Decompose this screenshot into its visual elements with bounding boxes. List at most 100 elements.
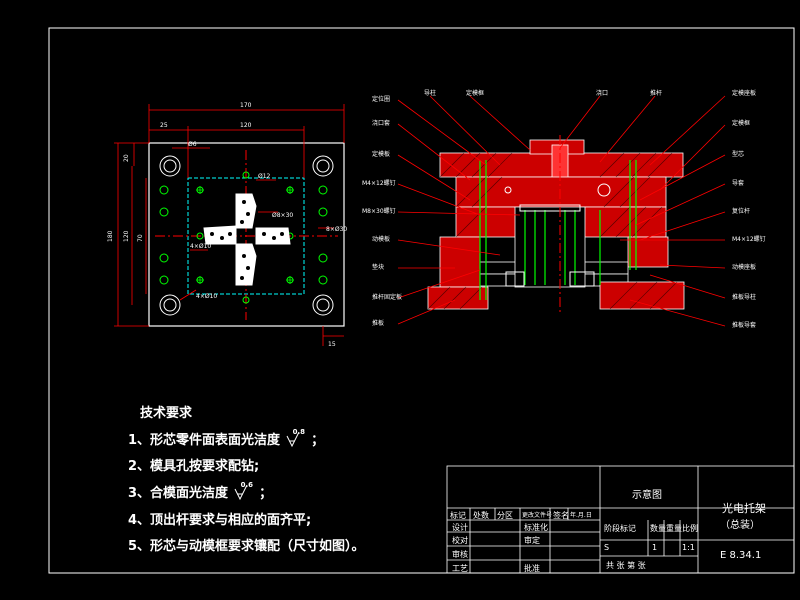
cavity-cores: [203, 193, 291, 286]
header-change-doc: 更改文件号: [522, 512, 553, 519]
stage-value-qty: 1: [652, 543, 658, 552]
dim-height: 180: [107, 230, 114, 242]
dim-h3: 20: [123, 154, 130, 162]
stage-header-weight: 重量: [666, 524, 682, 533]
label-left-1: 定位圈: [372, 96, 391, 103]
row-check: 校对: [452, 536, 468, 545]
requirement-3-text: 3、合模面光洁度: [128, 486, 229, 501]
guide-hole: [159, 294, 181, 316]
dim-h2: 70: [137, 234, 144, 242]
requirement-5: 5、形芯与动模框要求镶配（尺寸如图）。: [128, 539, 365, 554]
row-process: 工艺: [452, 564, 468, 573]
label-right-9: 推板导套: [732, 322, 757, 329]
roughness-value-1: 0.8: [292, 427, 305, 436]
row-design: 设计: [452, 523, 468, 532]
plan-view: [114, 104, 345, 346]
dim-bottom: 15: [328, 341, 336, 348]
core-insert: [514, 206, 586, 288]
label-left-3: 定模板: [372, 151, 391, 158]
label-right-5: 复位杆: [732, 208, 751, 215]
core-holes: [210, 200, 284, 280]
label-left-7: 垫块: [372, 264, 385, 271]
stage-header-qty: 数量: [650, 524, 666, 533]
label-top-4: 推杆: [650, 90, 663, 97]
roughness-symbol-icon: 0.6: [233, 481, 255, 501]
roughness-value-3: 0.6: [240, 480, 253, 489]
row-approve-final: 审定: [524, 536, 540, 545]
dim-hole3: 4×Ø10: [196, 293, 217, 300]
label-left-5: M8×30螺钉: [362, 208, 396, 215]
part-sub: （总装）: [720, 520, 760, 531]
dim-hole6: 8×Ø30: [326, 226, 347, 233]
section-details: [504, 183, 611, 287]
requirement-3: 3、合模面光洁度 0.6 ；: [128, 481, 273, 502]
label-right-7: 动模座板: [732, 264, 757, 271]
dimension-texts: 170 120 25 180 120 70 20 15 Ø6 Ø12 4×Ø10…: [107, 102, 347, 348]
label-top-2: 定模框: [466, 90, 485, 97]
label-left-2: 浇口套: [372, 120, 391, 127]
dim-hole4: 4×Ø10: [190, 243, 211, 250]
row-review: 审核: [452, 550, 468, 559]
requirement-1-suffix: ；: [311, 433, 325, 448]
label-left-9: 推板: [372, 320, 385, 327]
guide-holes: [159, 155, 334, 316]
crosshairs: [196, 186, 294, 284]
label-left-8: 推杆固定板: [372, 294, 403, 301]
requirement-4: 4、顶出杆要求与相应的面齐平;: [128, 513, 312, 528]
guide-pins: [479, 160, 637, 300]
requirement-1-text: 1、形芯零件面表面光洁度: [128, 433, 281, 448]
guide-hole: [159, 155, 181, 177]
label-right-6: M4×12螺钉: [732, 236, 766, 243]
dim-overall-width: 170: [240, 102, 252, 109]
label-left-6: 动模板: [372, 236, 391, 243]
requirement-3-suffix: ；: [259, 486, 273, 501]
row-standardize: 标准化: [524, 523, 548, 532]
dim-left-offset: 25: [160, 122, 168, 129]
plate-outline: [148, 142, 345, 327]
dim-hole2: Ø12: [258, 173, 271, 180]
dim-hole5: Ø8×30: [272, 212, 293, 219]
dim-inner-width: 120: [240, 122, 252, 129]
stage-header-mark: 阶段标记: [604, 524, 636, 533]
header-count: 处数: [473, 511, 489, 520]
header-date: 年.月.日: [570, 512, 592, 519]
dimension-lines: [114, 104, 345, 346]
sheet-info: 共 张 第 张: [606, 561, 646, 570]
stage-value-scale: 1:1: [682, 543, 695, 552]
label-right-4: 导套: [732, 180, 745, 187]
header-mark: 标记: [450, 511, 466, 520]
label-left-4: M4×12螺钉: [362, 180, 396, 187]
section-view: [427, 135, 685, 312]
bottom-clamp-left: [427, 286, 489, 310]
row-approve: 批准: [524, 564, 540, 573]
part-name: 光电托架: [722, 502, 766, 515]
label-top-3: 浇口: [596, 90, 609, 97]
requirement-1: 1、形芯零件面表面光洁度 0.8 ；: [128, 428, 325, 449]
dim-h1: 120: [123, 230, 130, 242]
label-right-2: 定模框: [732, 120, 751, 127]
label-top-1: 导柱: [424, 90, 437, 97]
label-right-1: 定模座板: [732, 90, 757, 97]
guide-hole: [312, 155, 334, 177]
cavity-plate: [455, 176, 667, 208]
guide-hole: [312, 294, 334, 316]
diagram-label: 示意图: [632, 490, 662, 501]
bottom-clamp-right: [599, 281, 685, 310]
drawing-border: [48, 27, 795, 574]
stage-value-mark: S: [604, 543, 610, 552]
spacer-left: [439, 236, 481, 288]
requirements-title: 技术要求: [140, 406, 193, 421]
header-sign: 签名: [553, 511, 569, 520]
label-right-8: 推板导柱: [732, 294, 757, 301]
header-zone: 分区: [497, 511, 513, 520]
requirement-2: 2、模具孔按要求配钻;: [128, 459, 260, 474]
dim-hole1: Ø6: [188, 141, 197, 148]
label-right-3: 型芯: [732, 151, 745, 158]
spacer-right: [627, 236, 669, 268]
leader-lines: [397, 95, 726, 327]
stage-header-scale: 比例: [682, 524, 698, 533]
title-block-grid: [446, 465, 795, 574]
drawing-number: E 8.34.1: [720, 550, 762, 561]
roughness-symbol-icon: 0.8: [285, 428, 307, 448]
